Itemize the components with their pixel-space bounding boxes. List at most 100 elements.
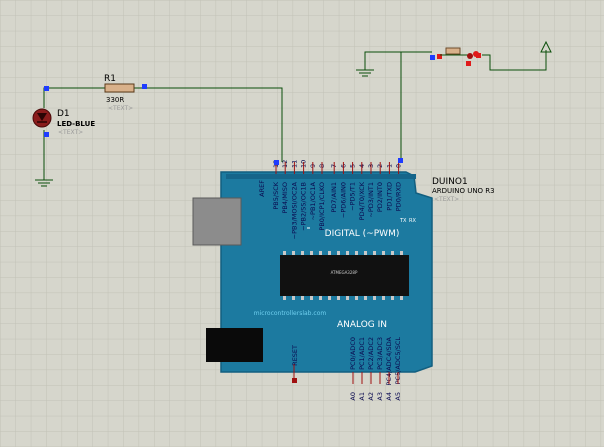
led-text-placeholder: <TEXT> bbox=[58, 129, 83, 136]
chip-pin bbox=[283, 251, 286, 255]
ground-symbol-led bbox=[35, 179, 53, 187]
reset-label: RESET bbox=[291, 345, 299, 366]
chip-pin bbox=[292, 296, 295, 300]
chip-pin bbox=[292, 251, 295, 255]
chip-pin bbox=[310, 296, 313, 300]
power-symbol bbox=[540, 40, 552, 53]
digital-pin-name: ~PB3/MOSI/OC2A bbox=[290, 181, 298, 239]
arduino-ref-label: DUINO1 bbox=[432, 177, 468, 187]
push-button[interactable] bbox=[430, 47, 481, 66]
analog-pin-number: A2 bbox=[367, 392, 375, 401]
pin-marker bbox=[142, 84, 147, 89]
resistor-value-label: 330R bbox=[106, 96, 124, 104]
button-contact-icon bbox=[467, 53, 473, 59]
analog-pin-number: A0 bbox=[349, 392, 357, 401]
chip-pin bbox=[364, 296, 367, 300]
chip-pin bbox=[355, 296, 358, 300]
digital-pins: 13PB5/SCK12PB4/MISO11~PB3/MOSI/OC2A10~PB… bbox=[272, 158, 403, 239]
analog-pin-number: A3 bbox=[376, 392, 384, 401]
chip-pin bbox=[328, 296, 331, 300]
chip-label: ATMEGA328P bbox=[331, 270, 358, 275]
digital-label: DIGITAL (~PWM) bbox=[325, 229, 400, 239]
arduino-value-label: ARDUINO UNO R3 bbox=[432, 187, 495, 195]
chip-pin bbox=[400, 296, 403, 300]
resistor-body bbox=[104, 83, 135, 93]
resistor-text-placeholder: <TEXT> bbox=[108, 105, 133, 112]
pin-marker bbox=[44, 132, 49, 137]
chip-pin bbox=[301, 251, 304, 255]
led-diode-icon bbox=[37, 113, 47, 121]
analog-pin-number: A4 bbox=[385, 392, 393, 401]
button-actuator bbox=[445, 47, 461, 55]
chip-pin bbox=[310, 251, 313, 255]
digital-pin-name: PD4/T0/XCK bbox=[358, 181, 366, 220]
pin-marker bbox=[437, 54, 442, 59]
wire-resistor-pin13[interactable] bbox=[134, 87, 283, 162]
digital-pin-name: ~PB2/SS/OC1B bbox=[300, 182, 308, 231]
chip-pin bbox=[328, 251, 331, 255]
wire-switch-power[interactable] bbox=[482, 50, 547, 71]
chip-pin bbox=[391, 296, 394, 300]
chip-pin bbox=[373, 296, 376, 300]
resistor-r1[interactable] bbox=[104, 83, 147, 93]
analog-pin-number: A1 bbox=[358, 392, 366, 401]
digital-pin-name: ~PD5/T1 bbox=[349, 182, 357, 211]
rx-label: RX bbox=[409, 218, 416, 224]
led-ref-label: D1 bbox=[57, 109, 70, 119]
wire-switch-ground[interactable] bbox=[364, 51, 432, 70]
usb-connector bbox=[192, 197, 242, 246]
resistor-ref-label: R1 bbox=[104, 74, 116, 84]
led-d1[interactable] bbox=[32, 86, 52, 137]
reset-pin-marker bbox=[292, 378, 297, 383]
digital-pin-name: PB5/SCK bbox=[272, 181, 280, 209]
analog-label: ANALOG IN bbox=[337, 320, 387, 330]
digital-pin-name: PB0/ICP1/CLKO bbox=[318, 182, 326, 231]
chip-pin bbox=[283, 296, 286, 300]
mcu-chip bbox=[280, 255, 409, 296]
power-jack bbox=[206, 328, 263, 362]
ground-symbol-switch bbox=[356, 69, 374, 77]
pin-marker bbox=[44, 86, 49, 91]
chip-pin bbox=[337, 296, 340, 300]
digital-pin-name: PB4/MISO bbox=[281, 182, 289, 213]
chip-pin bbox=[319, 296, 322, 300]
pin-2-marker bbox=[398, 158, 403, 163]
analog-pin-name: PC3/ADC3 bbox=[376, 337, 384, 370]
chip-pin bbox=[382, 251, 385, 255]
analog-pin-name: PC5/ADC5/SCL bbox=[394, 337, 402, 385]
digital-pin-name: PD1/TXD bbox=[385, 182, 393, 211]
pin-marker bbox=[430, 55, 435, 60]
digital-pin-name: PD7/AIN1 bbox=[330, 182, 338, 213]
analog-pin-name: PC4/ADC4/SDA bbox=[385, 336, 393, 385]
chip-pin bbox=[346, 251, 349, 255]
arduino-text-placeholder: <TEXT> bbox=[434, 196, 459, 203]
chip-pin bbox=[337, 251, 340, 255]
digital-pin-name: PD2/INT0 bbox=[376, 182, 384, 212]
led-value-label: LED-BLUE bbox=[57, 120, 95, 128]
pin-marker bbox=[476, 53, 481, 58]
tx-label: TX bbox=[399, 218, 407, 224]
chip-pin bbox=[355, 251, 358, 255]
analog-pin-number: A5 bbox=[394, 392, 402, 401]
digital-pin-name: ~PD3/INT1 bbox=[367, 182, 375, 218]
chip-pin bbox=[319, 251, 322, 255]
chip-pin bbox=[364, 251, 367, 255]
digital-header bbox=[226, 174, 416, 179]
digital-pin-name: ~PD6/AIN0 bbox=[339, 182, 347, 218]
chip-pin bbox=[382, 296, 385, 300]
chip-pin bbox=[373, 251, 376, 255]
chip-pin bbox=[391, 251, 394, 255]
analog-pin-name: PC1/ADC1 bbox=[358, 337, 366, 370]
arduino-uno-board[interactable]: ATMEGA328P DIGITAL (~PWM) ANALOG IN micr… bbox=[192, 171, 433, 373]
pin-13-marker bbox=[274, 160, 279, 165]
analog-pin-name: PC0/ADC0 bbox=[349, 337, 357, 370]
chip-pin bbox=[346, 296, 349, 300]
aref-label: AREF bbox=[258, 180, 266, 197]
chip-pin bbox=[301, 296, 304, 300]
analog-pin-name: PC2/ADC2 bbox=[367, 337, 375, 370]
pin-marker bbox=[466, 61, 471, 66]
digital-pin-name: ~PB1/OC1A bbox=[309, 181, 317, 220]
chip-pin bbox=[400, 251, 403, 255]
